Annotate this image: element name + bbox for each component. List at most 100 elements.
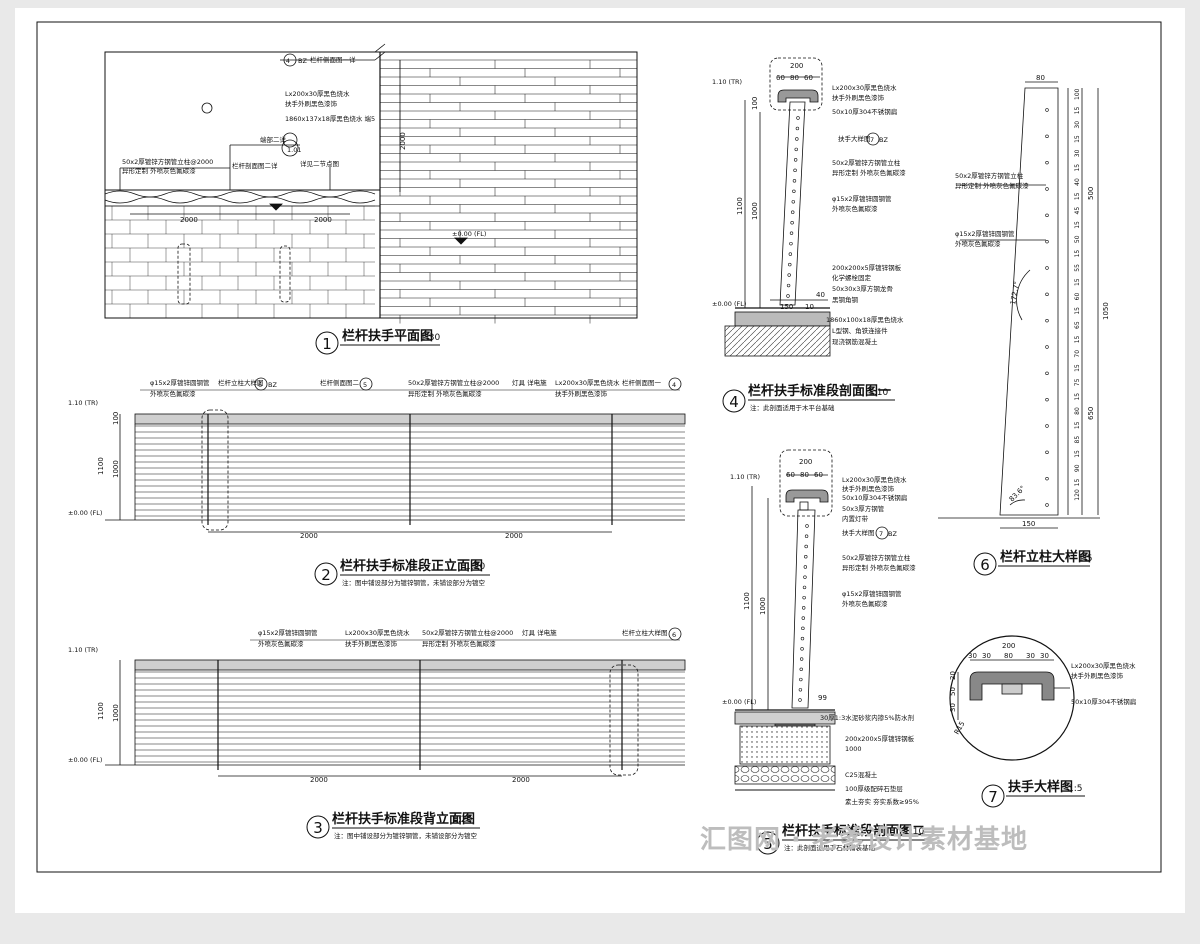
- rail-hole: [788, 252, 793, 256]
- rail-hole: [803, 565, 808, 569]
- dimension: 1000: [112, 460, 120, 478]
- tapered-post: [791, 509, 816, 709]
- rail-hole: [804, 544, 808, 549]
- view-number-circle: [314, 562, 338, 586]
- rail-hole: [790, 221, 794, 225]
- view-number-circle: [315, 331, 339, 355]
- detail-callout: [609, 664, 639, 776]
- label: C25混凝土: [845, 770, 878, 779]
- level-label: 1.10 (TR): [712, 78, 742, 86]
- ref-bubble: [282, 132, 298, 148]
- break-symbol: [374, 43, 386, 61]
- label: 扶手大样图: [842, 528, 875, 537]
- dimension: 2000: [310, 776, 328, 784]
- label: 灯具 详电施: [512, 378, 547, 387]
- view-5-section-2: [734, 449, 889, 791]
- segment-dimension: 75: [1074, 378, 1081, 386]
- segment-dimension: 40: [1074, 178, 1081, 186]
- dimension: 30: [1026, 652, 1035, 660]
- dimension: 1100: [97, 457, 105, 475]
- rail-hole: [789, 231, 794, 235]
- view-7-handrail-detail: [949, 635, 1075, 761]
- label: 50x30x3厚方钢龙骨: [832, 284, 893, 293]
- label: 扶手外刷黑色漆饰: [842, 484, 895, 493]
- label: 50x10厚304不锈钢扁: [1071, 697, 1136, 706]
- post-profile: [999, 87, 1059, 516]
- label: 栏杆侧面图一: [622, 378, 662, 387]
- dimension: 100: [751, 97, 759, 110]
- handrail-profile: [777, 89, 819, 103]
- rail-hole: [1045, 239, 1049, 244]
- level-label: 1.10 (TR): [68, 399, 98, 407]
- ref-number: 7: [879, 530, 883, 538]
- view-title: 栏杆扶手平面图: [342, 328, 433, 344]
- view-number: 4: [729, 393, 739, 411]
- label: Lx200x30厚黑色烧水: [345, 628, 410, 637]
- rail-hole: [804, 555, 808, 559]
- level-mark: [454, 237, 468, 245]
- dimension: 99: [818, 694, 827, 702]
- ref-number: 7: [870, 136, 874, 144]
- label: 栏杆剖面图二详: [232, 161, 278, 170]
- view-scale: 1:10: [904, 827, 924, 837]
- rail-holes: [798, 524, 809, 702]
- gravel-layer: [734, 765, 836, 785]
- rail-hole: [1045, 292, 1049, 297]
- segment-dimension: 15: [1074, 221, 1081, 229]
- view-title: 栏杆扶手标准段剖面图一: [748, 383, 891, 399]
- segment-dimension: 55: [1074, 264, 1081, 272]
- rail-hole: [804, 534, 809, 538]
- label: 100厚级配碎石垫层: [845, 784, 903, 793]
- detail-callout: [201, 409, 229, 531]
- handrail-section: [969, 671, 1055, 701]
- segment-dimension: 85: [1074, 436, 1081, 444]
- rail-hole: [792, 179, 797, 183]
- rail-hole: [799, 657, 804, 661]
- level-label: ±0.00 (FL): [452, 230, 486, 238]
- rail-hole: [799, 667, 803, 671]
- paper: [15, 8, 1185, 913]
- dimension: 200: [1002, 642, 1015, 650]
- handrail-profile: [785, 489, 829, 503]
- segment-dimensions: 1001530153015401545155015551560156515701…: [1074, 88, 1081, 500]
- dimension: 100: [112, 412, 120, 425]
- rail-holes: [1045, 108, 1049, 507]
- ref-code: BZ: [298, 57, 307, 65]
- label: 50x2厚镀锌方钢管立柱: [832, 158, 901, 167]
- post-hidden: [279, 245, 291, 303]
- rail-hole: [1045, 503, 1049, 507]
- view-1-labels: 4 BZ 栏杆侧面图一详 Lx200x30厚黑色烧水 扶手外刷黑色漆饰 1860…: [122, 55, 486, 238]
- view-note: 注：图中铺设部分为镀锌钢管，未铺设部分为镀空: [342, 578, 486, 587]
- segment-dimension: 15: [1074, 106, 1081, 114]
- ref-number: 1.01: [287, 146, 301, 154]
- label: 外喷灰色氟碳漆: [955, 239, 1001, 248]
- rail-hole: [803, 575, 807, 579]
- detail-circle: [949, 635, 1075, 761]
- label: 50x2厚镀锌方钢管立柱@2000: [408, 378, 499, 387]
- view-2-labels: φ15x2厚镀锌圆钢管 外喷灰色氟碳漆 栏杆立柱大样图 6 BZ 栏杆侧面图二 …: [68, 378, 676, 540]
- dimension: 650: [1087, 407, 1095, 420]
- rail-hole: [795, 126, 800, 131]
- dimension: 30: [968, 652, 977, 660]
- section-mark: [269, 203, 283, 211]
- watermark-text: 汇图网 · 老爹设计素材基地: [700, 825, 1028, 855]
- label: 化学螺栓固定: [832, 273, 872, 282]
- label: 扶手外刷黑色漆饰: [345, 639, 398, 648]
- label: 栏杆侧面图一详: [310, 55, 356, 64]
- view-scale: 1:5: [1078, 554, 1092, 564]
- rail-hole: [789, 241, 793, 246]
- rail-hole: [1045, 266, 1049, 270]
- level-label: 1.10 (TR): [68, 646, 98, 654]
- dimension: 2000: [505, 532, 523, 540]
- label: 50x2厚镀锌方钢管立柱: [955, 171, 1024, 180]
- label: 扶手外刷黑色漆饰: [555, 389, 608, 398]
- segment-dimension: 45: [1074, 207, 1081, 215]
- segment-dimension: 15: [1074, 450, 1081, 458]
- label: Lx200x30厚黑色烧水: [842, 475, 907, 484]
- label: 50x2厚镀锌方钢管立柱@2000: [122, 157, 213, 166]
- view-4-labels: 200 60 80 60 Lx200x30厚黑色烧水 扶手外刷黑色漆饰 50x1…: [712, 62, 906, 346]
- dimension: 80: [790, 74, 799, 82]
- rail-hole: [801, 626, 805, 631]
